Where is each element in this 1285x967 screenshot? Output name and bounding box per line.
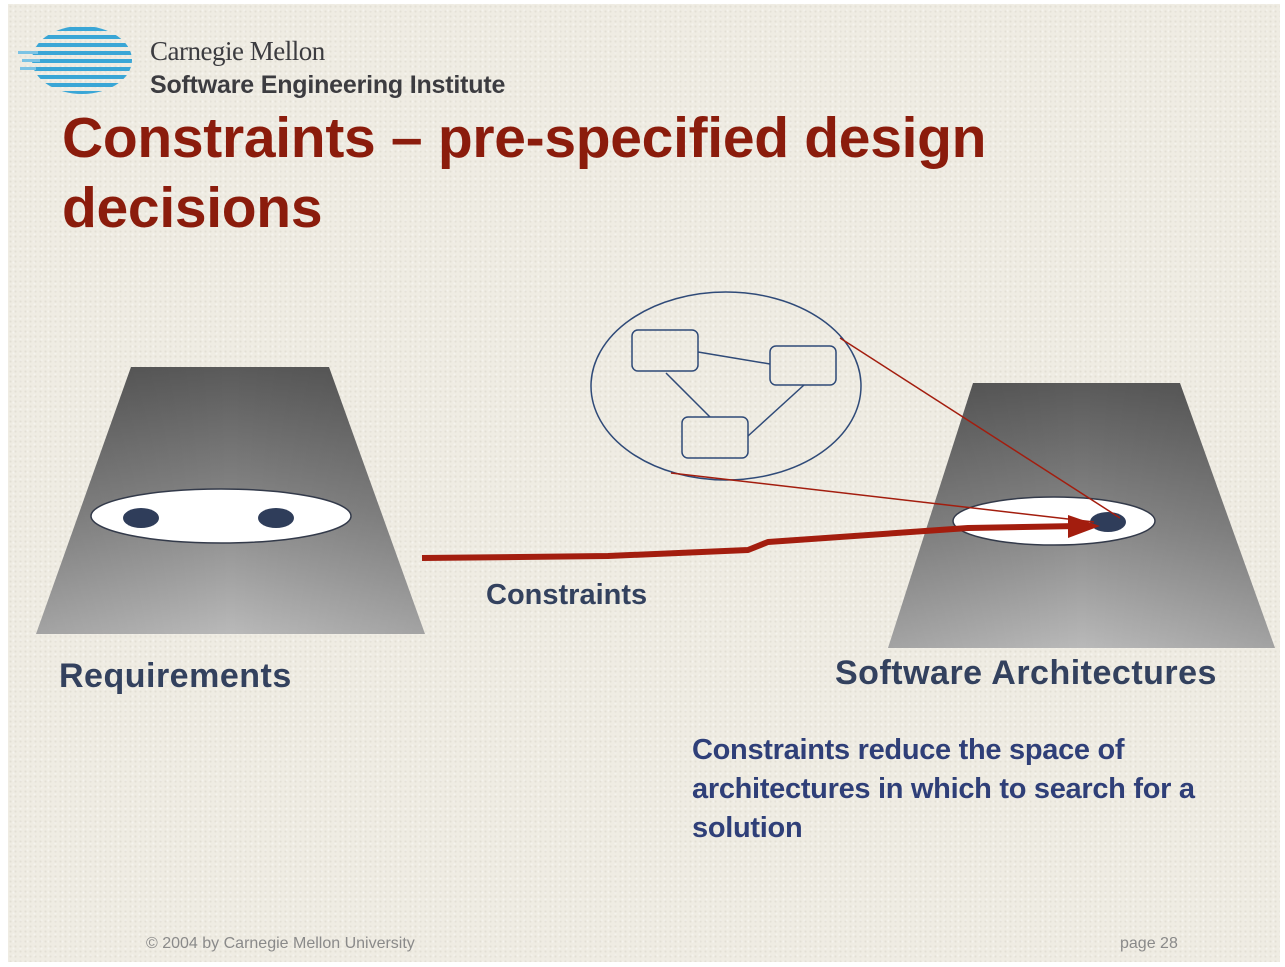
architectures-ellipse [952, 496, 1156, 546]
slide-title: Constraints – pre-specified design decis… [62, 103, 1242, 243]
requirement-dot [258, 508, 294, 528]
requirements-space [36, 367, 425, 634]
architecture-zoom [590, 291, 862, 481]
slide: Carnegie Mellon Software Engineering Ins… [8, 4, 1280, 962]
constraints-arrow [421, 515, 1100, 561]
zoom-circle [590, 291, 862, 481]
copyright-notice: © 2004 by Carnegie Mellon University [146, 935, 415, 952]
constraints-note: Constraints reduce the space of architec… [692, 734, 1195, 844]
component-box [681, 416, 749, 459]
zoom-connector-line [839, 337, 1121, 519]
constraints-label: Constraints [486, 579, 648, 611]
striped-globe-icon [18, 27, 132, 94]
software-architectures-label: Software Architectures [835, 654, 1217, 692]
slide-title-line-2: decisions [62, 176, 323, 240]
zoom-connector-line [670, 472, 1095, 523]
page-number: page 28 [1120, 935, 1178, 952]
brand-subtitle: Software Engineering Institute [150, 71, 506, 99]
component-box [631, 329, 699, 372]
software-architectures-space [888, 383, 1275, 648]
slide-title-line-1: Constraints – pre-specified design [62, 106, 987, 170]
requirement-dot [123, 508, 159, 528]
constraints-diagram [36, 291, 1275, 648]
brand-name: Carnegie Mellon [150, 36, 325, 66]
requirements-ellipse [90, 488, 352, 544]
component-box [769, 345, 837, 386]
requirements-label: Requirements [59, 657, 292, 695]
selected-architecture-dot [1090, 512, 1126, 532]
